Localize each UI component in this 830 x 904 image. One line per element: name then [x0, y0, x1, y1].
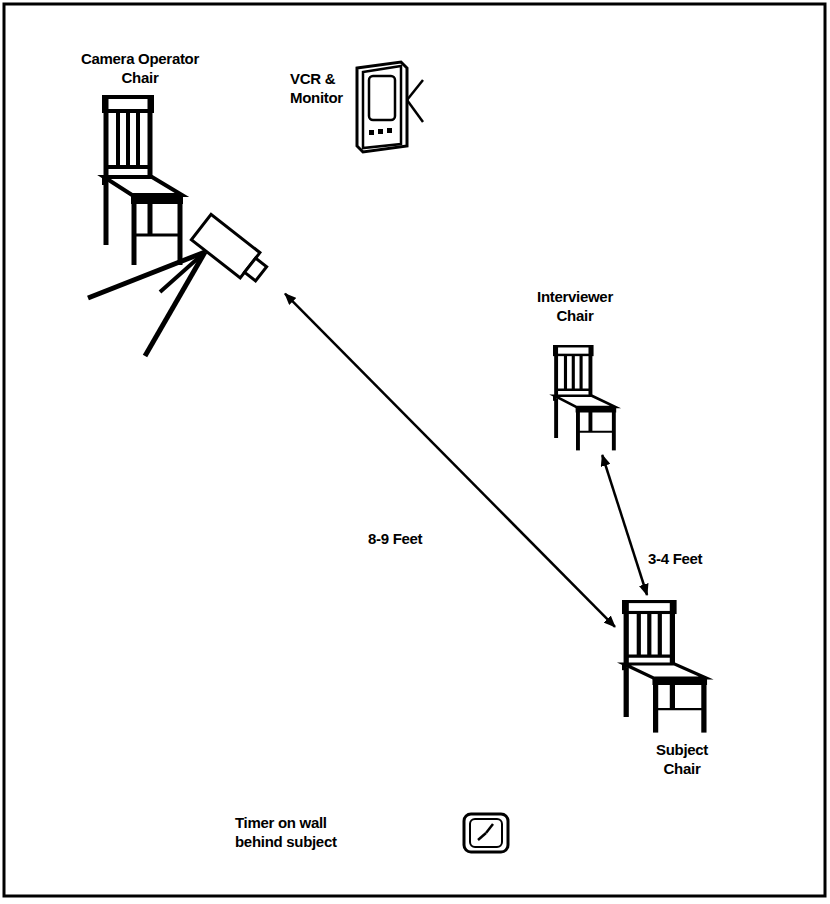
node-label: Camera Operator Chair — [65, 49, 215, 87]
camera-icon — [88, 214, 271, 356]
subject-chair: Subject Chair — [615, 595, 740, 785]
chair-icon — [624, 602, 706, 733]
timer: Timer on wall behind subject — [235, 805, 520, 865]
node-label: Timer on wall behind subject — [235, 813, 365, 851]
dimension-label: 3-4 Feet — [645, 548, 705, 569]
chair-icon — [104, 97, 182, 265]
frame — [4, 4, 825, 896]
vcr-monitor: VCR & Monitor — [290, 55, 430, 160]
dimension-arrow — [285, 294, 615, 627]
timer-icon — [464, 814, 508, 852]
camera-operator-chair: Camera Operator Chair — [40, 45, 285, 295]
dimension-arrow — [602, 455, 647, 595]
chair-icon — [555, 346, 616, 450]
dimension-label: 8-9 Feet — [365, 528, 425, 549]
node-label: Subject Chair — [640, 740, 724, 778]
node-label: VCR & Monitor — [290, 69, 352, 107]
monitor-icon — [357, 62, 423, 152]
interviewer-chair: Interviewer Chair — [505, 285, 645, 455]
node-label: Interviewer Chair — [520, 287, 630, 325]
